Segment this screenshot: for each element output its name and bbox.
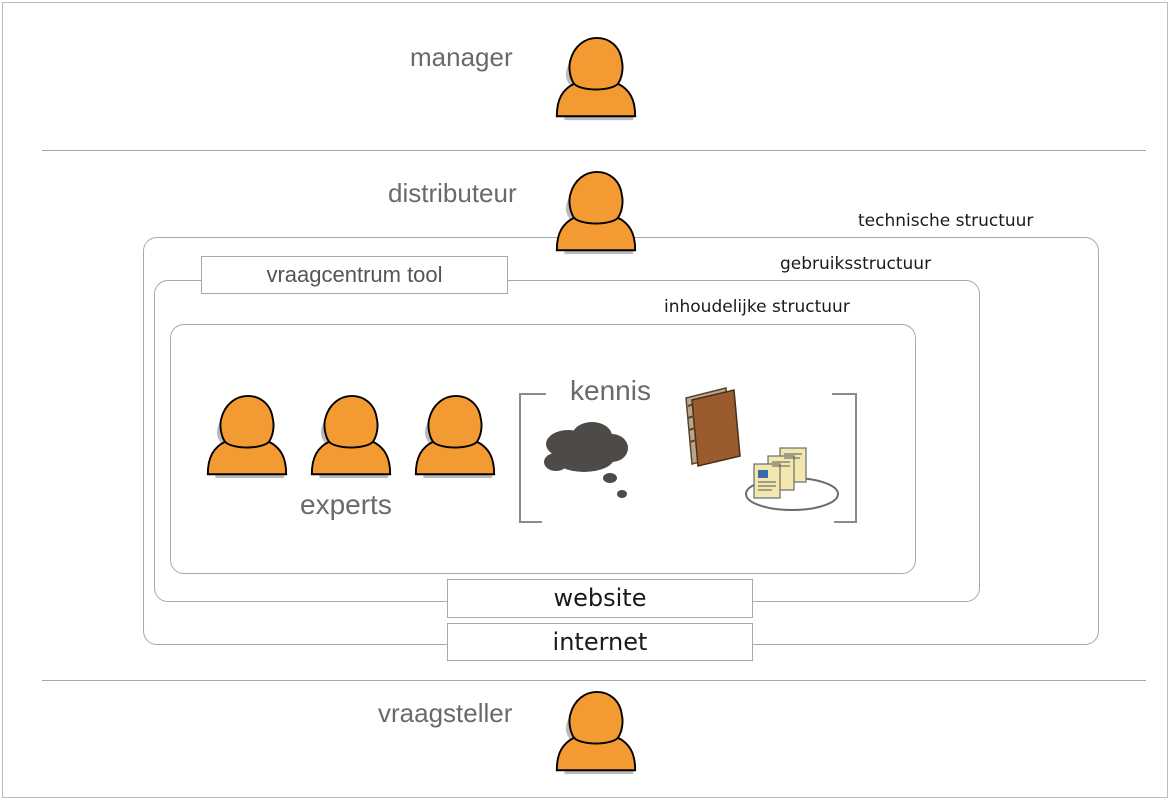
documents-icon bbox=[745, 447, 839, 511]
expert-3-person-icon bbox=[412, 394, 498, 480]
gebruiksstructuur-label: gebruiksstructuur bbox=[780, 254, 932, 274]
divider-top bbox=[42, 150, 1146, 151]
website-tag: website bbox=[447, 579, 753, 618]
distributeur-person-icon bbox=[553, 170, 639, 256]
technische-structuur-label: technische structuur bbox=[858, 211, 1034, 231]
vraagsteller-person-icon bbox=[553, 690, 639, 776]
inhoudelijke-structuur-label: inhoudelijke structuur bbox=[664, 297, 850, 317]
manager-label: manager bbox=[410, 42, 513, 72]
expert-2-person-icon bbox=[308, 394, 394, 480]
divider-bottom bbox=[42, 680, 1146, 681]
thought-cloud-icon bbox=[544, 422, 628, 498]
kennis-brackets bbox=[519, 393, 857, 523]
expert-1-person-icon bbox=[204, 394, 290, 480]
vraagcentrum-tool-tag: vraagcentrum tool bbox=[201, 256, 508, 294]
internet-tag: internet bbox=[447, 623, 753, 661]
manager-person-icon bbox=[553, 36, 639, 122]
experts-label: experts bbox=[300, 489, 392, 520]
kennis-label: kennis bbox=[570, 375, 651, 406]
book-icon bbox=[685, 387, 741, 467]
vraagsteller-label: vraagsteller bbox=[378, 698, 513, 728]
distributeur-label: distributeur bbox=[388, 178, 517, 208]
inhoudelijke-structuur-box bbox=[170, 324, 916, 574]
